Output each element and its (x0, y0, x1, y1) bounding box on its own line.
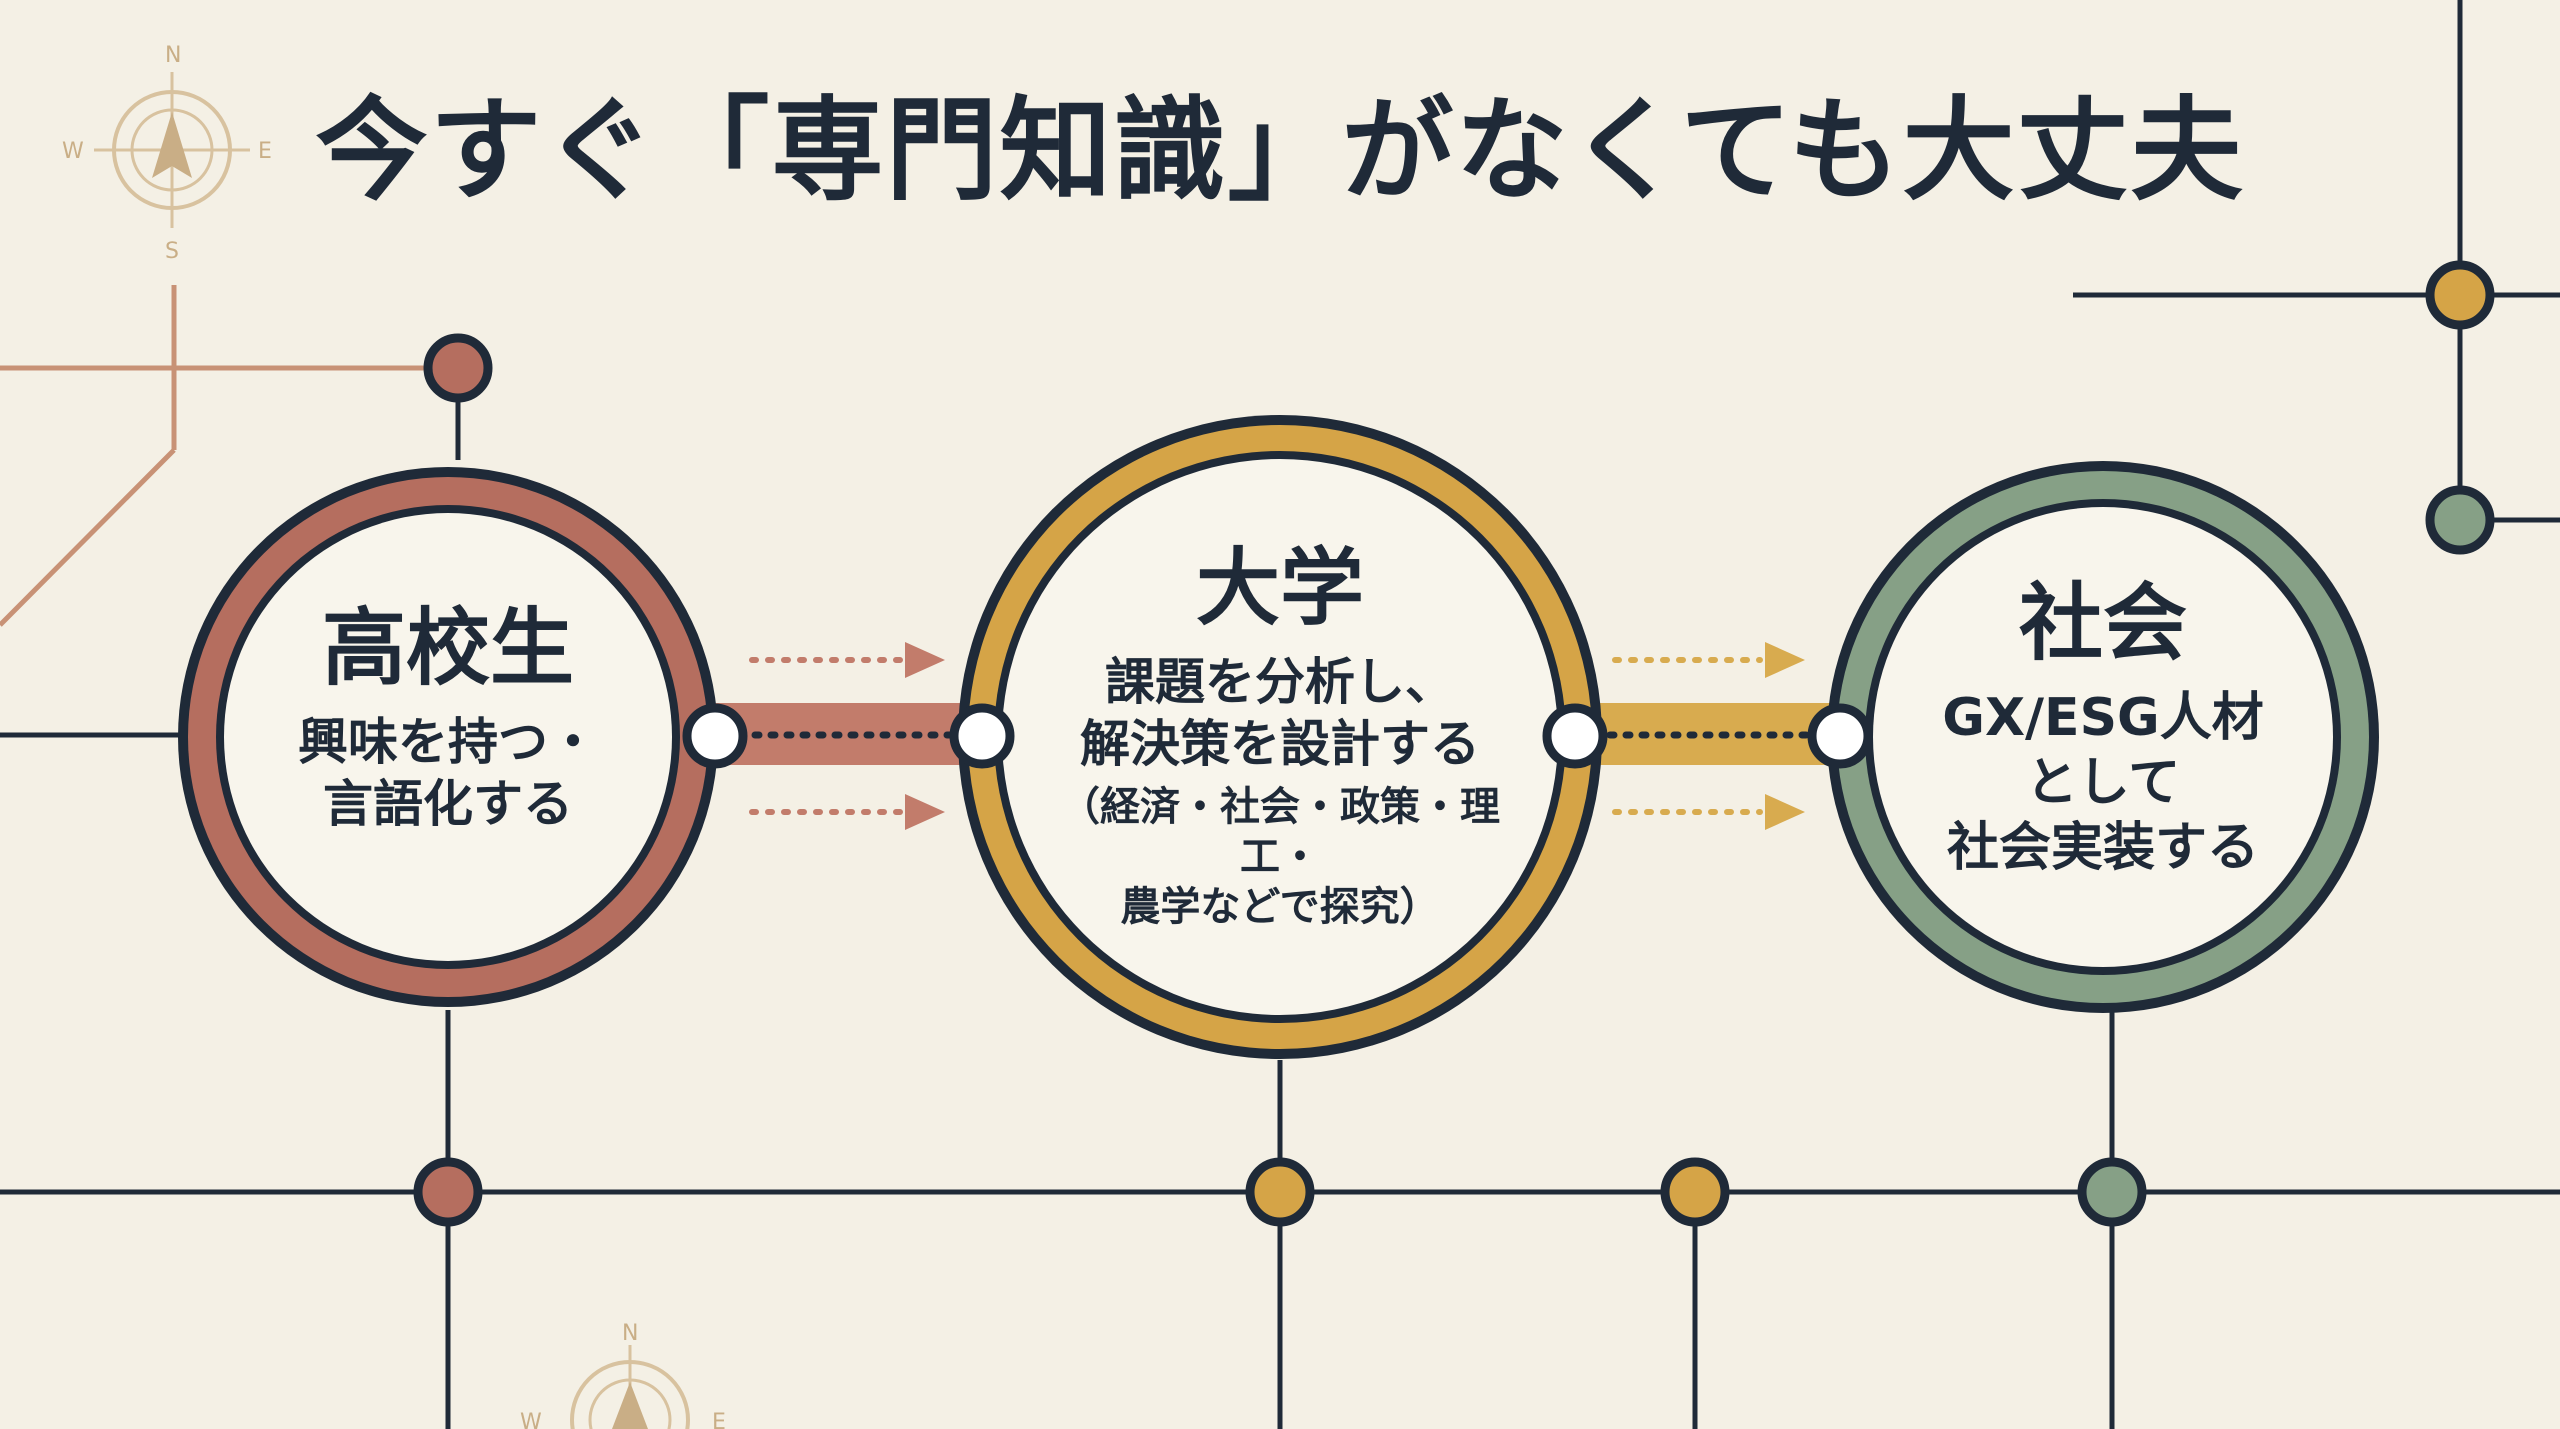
compass-s-label: S (165, 239, 179, 264)
connector-2 (1580, 642, 1840, 830)
station-node-sage (2077, 1157, 2147, 1227)
compass-n-label-bottom: N (622, 1321, 638, 1346)
stage-name: 高校生 (321, 599, 574, 697)
station-node-sage-right (2425, 485, 2495, 555)
station-node-mustard-2 (1660, 1157, 1730, 1227)
stage-description: GX/ESG人材 として 社会実装する (1942, 687, 2264, 878)
compass-e-label-bottom: E (712, 1410, 726, 1429)
connector-1 (715, 642, 985, 830)
compass-w-label: W (62, 139, 84, 164)
circle-ports (682, 703, 1873, 769)
stage-university: 大学 課題を分析し、 解決策を設計する （経済・社会・政策・理工・ 農学などで探… (1030, 540, 1530, 932)
station-node-mustard-right (2425, 260, 2495, 330)
stage-circle-university (958, 415, 1602, 1059)
stage-circle-highschool (178, 467, 718, 1007)
compass-icon-bottom: N W E (520, 1321, 726, 1429)
page-title: 今すぐ「専門知識」がなくても大丈夫 (315, 86, 2245, 216)
stage-description: 課題を分析し、 解決策を設計する (1080, 652, 1480, 774)
stage-description: 興味を持つ・ 言語化する (298, 712, 598, 834)
station-node-mustard (1245, 1157, 1315, 1227)
compass-icon-top: N S E W (62, 43, 272, 264)
compass-e-label: E (258, 139, 272, 164)
stage-society: 社会 GX/ESG人材 として 社会実装する (1903, 575, 2303, 881)
stage-circle-society (1827, 461, 2379, 1013)
tan-route-lines (0, 285, 458, 627)
stage-subnote: （経済・社会・政策・理工・ 農学などで探究） (1060, 783, 1500, 930)
compass-n-label: N (165, 43, 181, 68)
station-node-terracotta (413, 1157, 483, 1227)
stage-name: 社会 (2018, 574, 2187, 672)
station-node-terracotta-top (423, 333, 493, 403)
station-nodes (413, 260, 2495, 1227)
stage-name: 大学 (1195, 539, 1364, 637)
compass-w-label-bottom: W (520, 1410, 542, 1429)
stage-highschool: 高校生 興味を持つ・ 言語化する (248, 600, 648, 836)
